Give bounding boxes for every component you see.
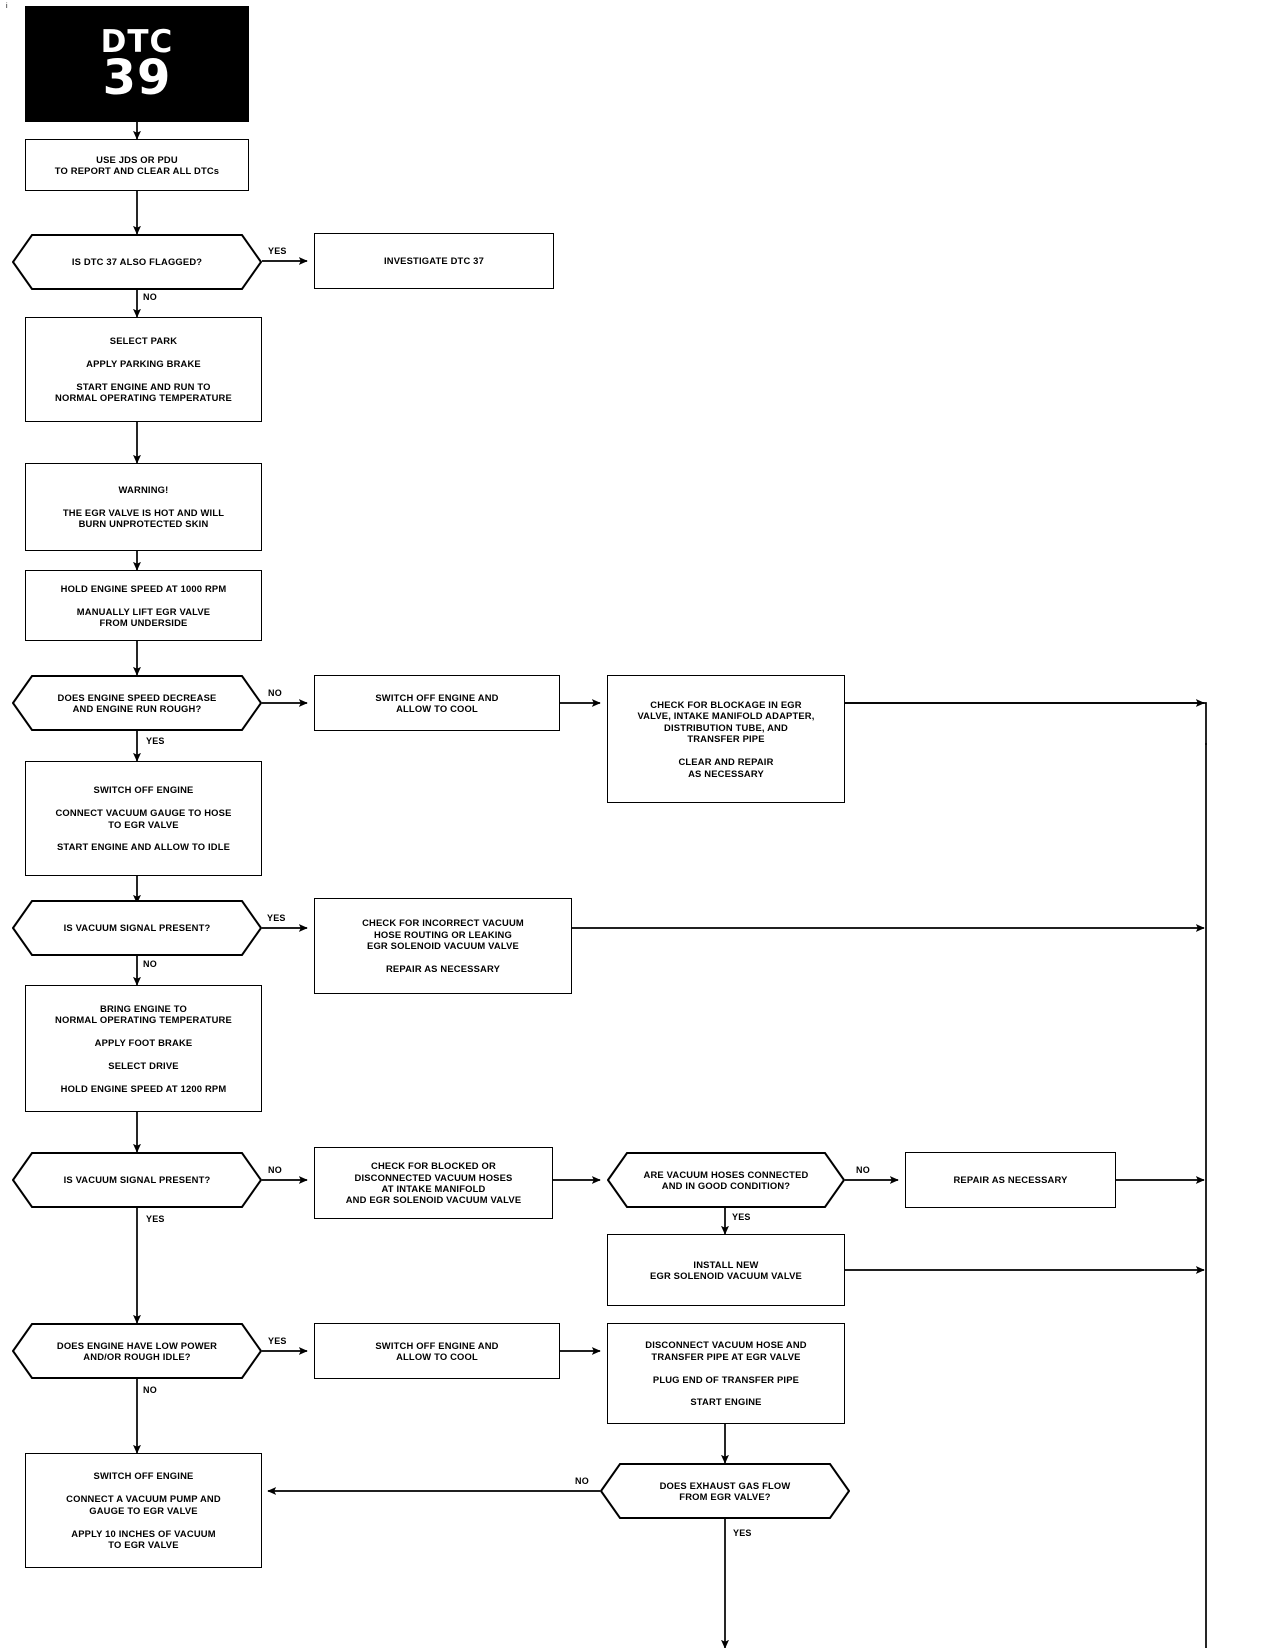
node-text: CHECK FOR INCORRECT VACUUM HOSE ROUTING …: [362, 917, 524, 975]
edge-label-d6-no: NO: [143, 1385, 157, 1395]
node-text: IS VACUUM SIGNAL PRESENT?: [63, 922, 211, 934]
node-text: REPAIR AS NECESSARY: [953, 1174, 1068, 1186]
edge-label-d1-no: NO: [143, 292, 157, 302]
node-text: WARNING! THE EGR VALVE IS HOT AND WILL B…: [62, 484, 225, 530]
hexagon-shape: [12, 900, 262, 956]
edge-label-d2-yes: YES: [146, 736, 165, 746]
node-text: BRING ENGINE TO NORMAL OPERATING TEMPERA…: [55, 1002, 232, 1094]
node-text: CHECK FOR BLOCKAGE IN EGR VALVE, INTAKE …: [637, 698, 815, 779]
node-text: IS VACUUM SIGNAL PRESENT?: [63, 1174, 211, 1186]
edge-label-d3-no: NO: [143, 959, 157, 969]
node-text: ARE VACUUM HOSES CONNECTED AND IN GOOD C…: [643, 1168, 809, 1191]
edge-label-d7-no: NO: [575, 1476, 589, 1486]
node-investigate-dtc-37[interactable]: INVESTIGATE DTC 37: [314, 233, 554, 289]
node-select-park[interactable]: SELECT PARK APPLY PARKING BRAKE START EN…: [25, 317, 262, 422]
hexagon-shape: [12, 1152, 262, 1208]
node-is-dtc-37-flagged[interactable]: IS DTC 37 ALSO FLAGGED?: [12, 234, 262, 290]
node-warning-egr-hot[interactable]: WARNING! THE EGR VALVE IS HOT AND WILL B…: [25, 463, 262, 551]
node-text: DISCONNECT VACUUM HOSE AND TRANSFER PIPE…: [645, 1339, 807, 1408]
hexagon-shape: [12, 1323, 262, 1379]
node-text: HOLD ENGINE SPEED AT 1000 RPM MANUALLY L…: [60, 582, 227, 628]
hexagon-shape: [12, 675, 262, 731]
node-disconnect-vacuum-hose[interactable]: DISCONNECT VACUUM HOSE AND TRANSFER PIPE…: [607, 1323, 845, 1424]
node-check-blockage-egr[interactable]: CHECK FOR BLOCKAGE IN EGR VALVE, INTAKE …: [607, 675, 845, 803]
node-switch-off-allow-cool-2[interactable]: SWITCH OFF ENGINE AND ALLOW TO COOL: [314, 1323, 560, 1379]
node-text: INVESTIGATE DTC 37: [384, 255, 484, 267]
node-engine-speed-decrease[interactable]: DOES ENGINE SPEED DECREASE AND ENGINE RU…: [12, 675, 262, 731]
hexagon-shape: [12, 234, 262, 290]
node-text: CHECK FOR BLOCKED OR DISCONNECTED VACUUM…: [345, 1160, 522, 1206]
hexagon-shape: [600, 1463, 850, 1519]
banner-line-2: 39: [102, 50, 172, 107]
node-text: SWITCH OFF ENGINE AND ALLOW TO COOL: [375, 1339, 499, 1362]
node-text: SWITCH OFF ENGINE AND ALLOW TO COOL: [375, 691, 499, 714]
node-repair-as-necessary[interactable]: REPAIR AS NECESSARY: [905, 1152, 1116, 1208]
corner-mark: i: [6, 3, 8, 10]
node-use-jds-or-pdu[interactable]: USE JDS OR PDU TO REPORT AND CLEAR ALL D…: [25, 139, 249, 191]
edge-label-d4-yes: YES: [146, 1214, 165, 1224]
node-is-vacuum-signal-present-1[interactable]: IS VACUUM SIGNAL PRESENT?: [12, 900, 262, 956]
node-connect-vacuum-pump[interactable]: SWITCH OFF ENGINE CONNECT A VACUUM PUMP …: [25, 1453, 262, 1568]
node-text: SELECT PARK APPLY PARKING BRAKE START EN…: [55, 335, 232, 404]
node-is-vacuum-signal-present-2[interactable]: IS VACUUM SIGNAL PRESENT?: [12, 1152, 262, 1208]
node-text: DOES ENGINE HAVE LOW POWER AND/OR ROUGH …: [56, 1339, 218, 1362]
node-check-incorrect-vacuum-routing[interactable]: CHECK FOR INCORRECT VACUUM HOSE ROUTING …: [314, 898, 572, 994]
hexagon-shape: [607, 1152, 845, 1208]
node-hold-1000-rpm[interactable]: HOLD ENGINE SPEED AT 1000 RPM MANUALLY L…: [25, 570, 262, 641]
node-bring-engine-normal-temp[interactable]: BRING ENGINE TO NORMAL OPERATING TEMPERA…: [25, 985, 262, 1112]
node-text: SWITCH OFF ENGINE CONNECT VACUUM GAUGE T…: [55, 784, 232, 853]
edge-label-d5-yes: YES: [732, 1212, 751, 1222]
node-text: INSTALL NEW EGR SOLENOID VACUUM VALVE: [650, 1258, 802, 1281]
node-check-blocked-disconnected-hoses[interactable]: CHECK FOR BLOCKED OR DISCONNECTED VACUUM…: [314, 1147, 553, 1219]
node-text: USE JDS OR PDU TO REPORT AND CLEAR ALL D…: [54, 153, 220, 176]
node-are-vacuum-hoses-connected[interactable]: ARE VACUUM HOSES CONNECTED AND IN GOOD C…: [607, 1152, 845, 1208]
node-connect-vacuum-gauge[interactable]: SWITCH OFF ENGINE CONNECT VACUUM GAUGE T…: [25, 761, 262, 876]
node-text: SWITCH OFF ENGINE CONNECT A VACUUM PUMP …: [66, 1470, 221, 1551]
node-does-exhaust-gas-flow[interactable]: DOES EXHAUST GAS FLOW FROM EGR VALVE?: [600, 1463, 850, 1519]
edge-label-d2-no: NO: [268, 688, 282, 698]
edge-label-d4-no: NO: [268, 1165, 282, 1175]
node-text: DOES EXHAUST GAS FLOW FROM EGR VALVE?: [659, 1479, 791, 1502]
edge-label-d5-no: NO: [856, 1165, 870, 1175]
edge-label-d1-yes: YES: [268, 246, 287, 256]
node-text: IS DTC 37 ALSO FLAGGED?: [71, 256, 203, 268]
edge-label-d7-yes: YES: [733, 1528, 752, 1538]
node-engine-low-power[interactable]: DOES ENGINE HAVE LOW POWER AND/OR ROUGH …: [12, 1323, 262, 1379]
dtc-banner: DTC 39: [25, 6, 249, 122]
edge-label-d3-yes: YES: [267, 913, 286, 923]
node-text: DOES ENGINE SPEED DECREASE AND ENGINE RU…: [57, 691, 217, 714]
edge-label-d6-yes: YES: [268, 1336, 287, 1346]
node-switch-off-allow-cool-1[interactable]: SWITCH OFF ENGINE AND ALLOW TO COOL: [314, 675, 560, 731]
banner-line-1: DTC: [100, 23, 174, 60]
node-install-new-egr-solenoid[interactable]: INSTALL NEW EGR SOLENOID VACUUM VALVE: [607, 1234, 845, 1306]
